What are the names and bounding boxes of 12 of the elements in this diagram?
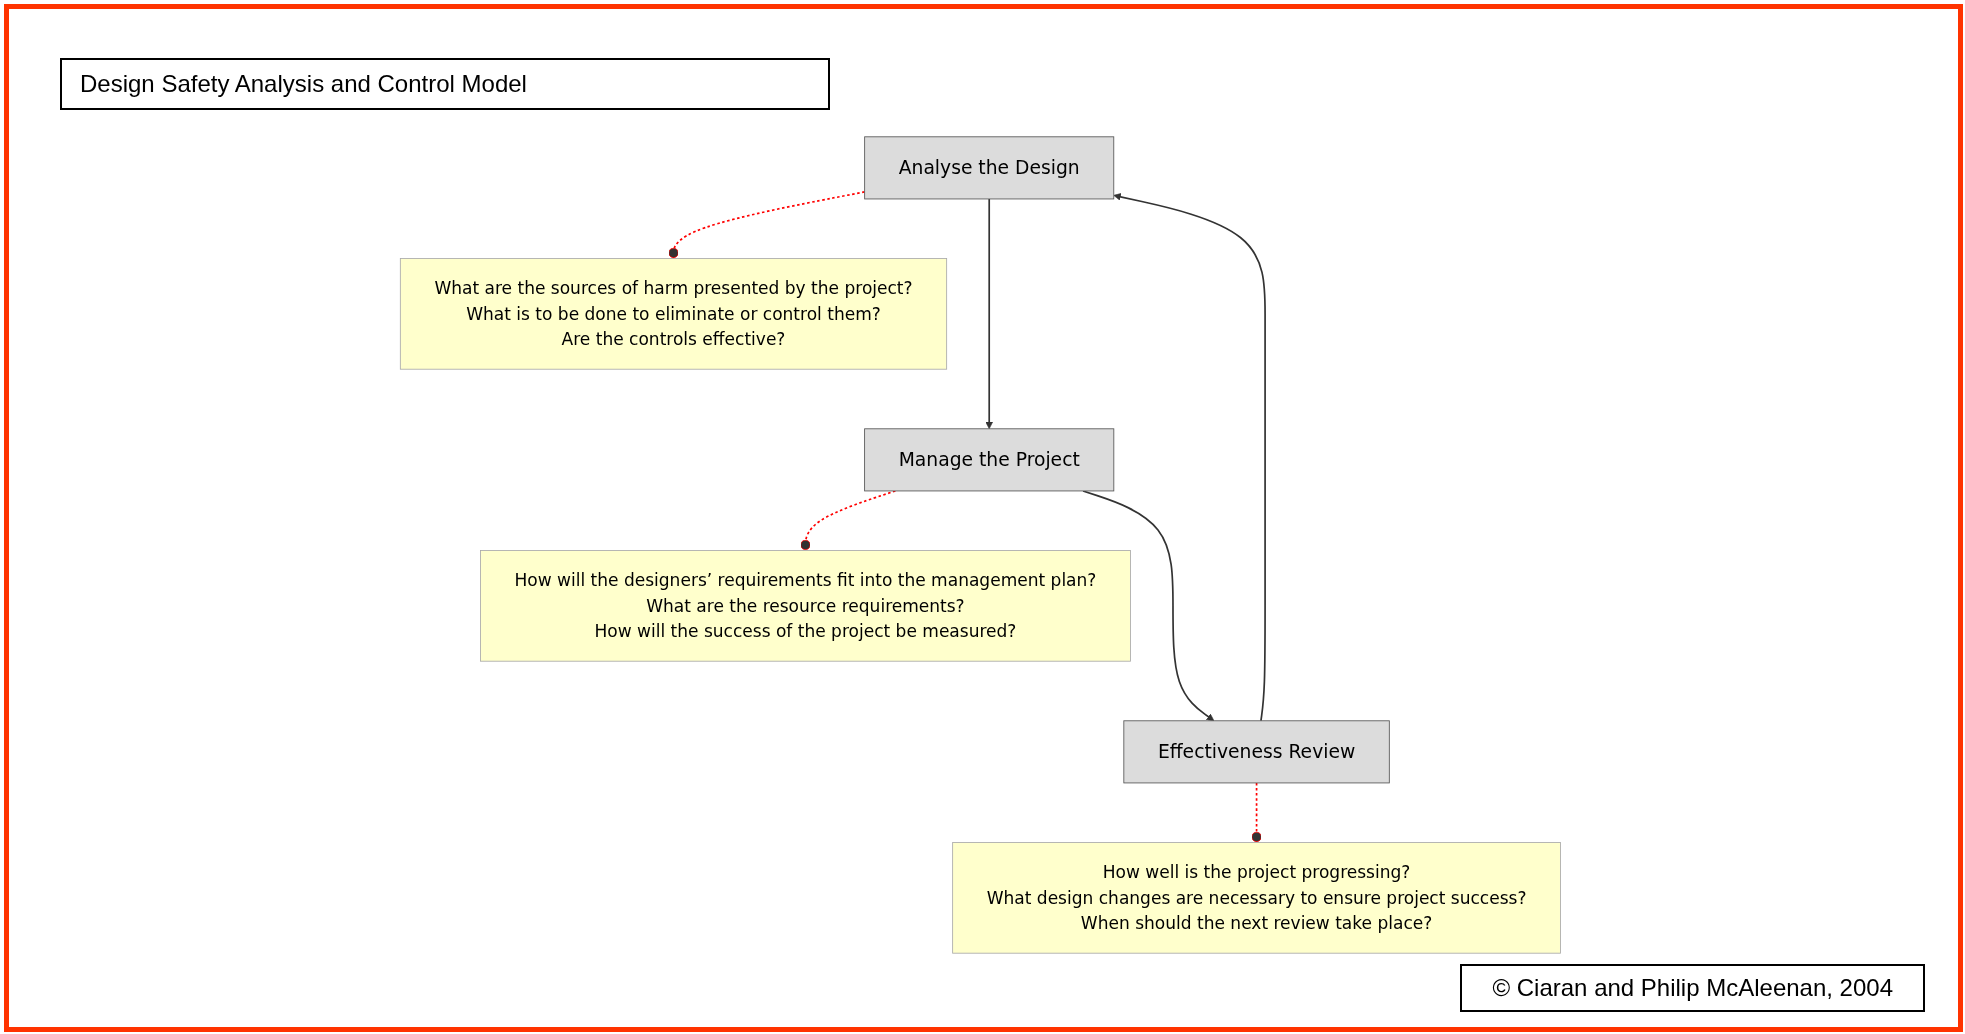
node-box: How well is the project progressing? What design changes are necessary to ensure project success? When should the next review take place?: [951, 842, 1561, 954]
node-box: Analyse the Design: [863, 136, 1114, 200]
diagram-title: Design Safety Analysis and Control Model: [60, 58, 830, 110]
copyright-note: © Ciaran and Philip McAleenan, 2004: [1460, 964, 1925, 1012]
connector: [667, 191, 866, 260]
node-box: What are the sources of harm presented by the project? What is to be done to eliminate or control them? Are the controls effective?: [399, 258, 947, 370]
connector: [1251, 782, 1262, 844]
arrow: [985, 198, 993, 430]
node-box: Manage the Project: [863, 428, 1114, 492]
node-box: Effectiveness Review: [1122, 720, 1390, 784]
arrow: [1113, 193, 1266, 722]
node-box: How will the designers’ requirements fit into the management plan? What are the resource requirements? How will the success of the project be measured?: [479, 550, 1131, 662]
